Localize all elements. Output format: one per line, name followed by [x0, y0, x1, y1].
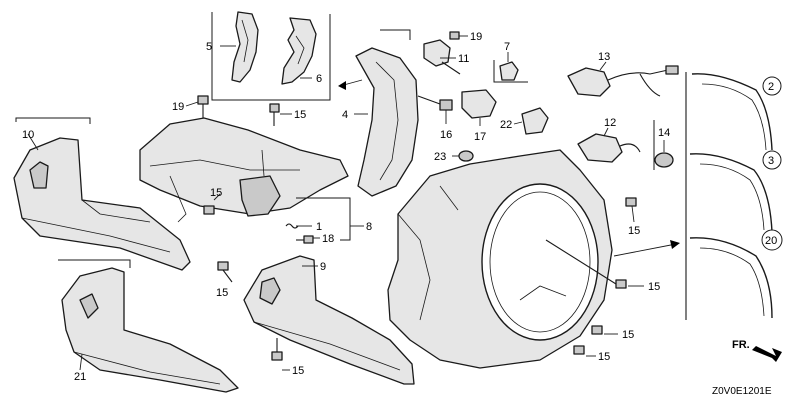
- label-11: 11: [458, 53, 469, 65]
- part-5-shroud: [231, 11, 259, 83]
- callout-2: [762, 76, 782, 96]
- part-14-grommet: [654, 152, 674, 168]
- part-22-group: 22: [500, 107, 549, 135]
- label-3: 3: [768, 155, 774, 167]
- bolt-15-top: 15: [269, 103, 306, 126]
- bolt-15-left-mid: 15: [216, 261, 233, 299]
- label-21: 21: [74, 371, 86, 383]
- diagram-code: Z0V0E1201E: [712, 386, 772, 397]
- detail-views: 2 3 20: [685, 72, 783, 320]
- label-19-right: 19: [470, 31, 482, 43]
- label-4: 4: [342, 109, 348, 121]
- label-18: 18: [322, 233, 334, 245]
- part-13-switch: [567, 67, 611, 97]
- part-7-holder: [499, 61, 519, 81]
- bolt-15-r4: 15: [573, 345, 610, 363]
- label-15-left-mid: 15: [216, 287, 228, 299]
- front-marker-text: FR.: [732, 339, 750, 351]
- label-15-top: 15: [294, 109, 306, 121]
- part-14-group: 14: [653, 120, 674, 170]
- front-arrow-icon: [752, 346, 782, 362]
- callout-3: [762, 150, 782, 170]
- label-5: 5: [206, 41, 212, 53]
- label-22: 22: [500, 119, 512, 131]
- label-7: 7: [504, 41, 510, 53]
- part-9-group: 9: [243, 255, 415, 385]
- label-15-r1: 15: [628, 225, 640, 237]
- bolt-15-r2: 15: [545, 239, 660, 293]
- bolt-19-left: 19: [172, 95, 209, 118]
- part-12-group: 12: [577, 117, 641, 163]
- box-5-6: [211, 12, 331, 101]
- part-5-6-group: 5 6: [206, 11, 331, 101]
- fan-cover-group: [387, 149, 613, 369]
- part-17-clip: [461, 89, 497, 119]
- part-1-8-18-group: 1 8 18: [285, 197, 372, 245]
- part-13-group: 13: [567, 51, 679, 97]
- part-4-shroud: [355, 47, 419, 197]
- part-6-shroud: [281, 17, 317, 85]
- spring-icon: [285, 223, 299, 229]
- bolt-15-bottom: 15: [271, 338, 304, 377]
- part-12-switch: [577, 133, 623, 163]
- part-16-17-group: 16 17: [417, 89, 497, 143]
- label-13: 13: [598, 51, 610, 63]
- label-15-r4: 15: [598, 351, 610, 363]
- part-21-shroud: [61, 267, 239, 393]
- bolt-15-mid: 15: [203, 187, 222, 215]
- bolt-15-r1: 15: [625, 197, 640, 237]
- label-19-left: 19: [172, 101, 184, 113]
- label-2: 2: [768, 81, 774, 93]
- label-12: 12: [604, 117, 616, 129]
- part-7-group: 7: [493, 41, 528, 83]
- part-9-shroud: [243, 255, 415, 385]
- arrow-icon: [338, 81, 346, 90]
- part-22-clamp: [521, 107, 549, 135]
- callout-20: [761, 229, 783, 251]
- label-20: 20: [765, 235, 777, 247]
- label-9: 9: [320, 261, 326, 273]
- label-8: 8: [366, 221, 372, 233]
- label-10: 10: [22, 129, 34, 141]
- label-1: 1: [316, 221, 322, 233]
- part-23-group: 23: [434, 150, 474, 163]
- front-marker: FR.: [732, 339, 782, 362]
- center-shroud: [139, 117, 349, 215]
- part-11-group: 19 11: [423, 31, 482, 75]
- label-15-r3: 15: [622, 329, 634, 341]
- label-6: 6: [316, 73, 322, 85]
- label-23: 23: [434, 151, 446, 163]
- label-16: 16: [440, 129, 452, 141]
- label-15-r2: 15: [648, 281, 660, 293]
- part-21-group: 21: [58, 259, 239, 393]
- label-15-mid: 15: [210, 187, 222, 199]
- part-10-group: 10: [13, 117, 191, 271]
- bolt-15-r3: 15: [591, 325, 634, 341]
- part-11-bracket: [423, 39, 451, 67]
- part-10-shroud: [13, 137, 191, 271]
- label-14: 14: [658, 127, 670, 139]
- arrow-right-icon: [670, 240, 680, 249]
- part-4-group: 4: [342, 29, 419, 197]
- fan-cover-opening: [481, 183, 599, 341]
- label-15-bottom: 15: [292, 365, 304, 377]
- label-17: 17: [474, 131, 486, 143]
- center-shroud-group: [139, 117, 349, 223]
